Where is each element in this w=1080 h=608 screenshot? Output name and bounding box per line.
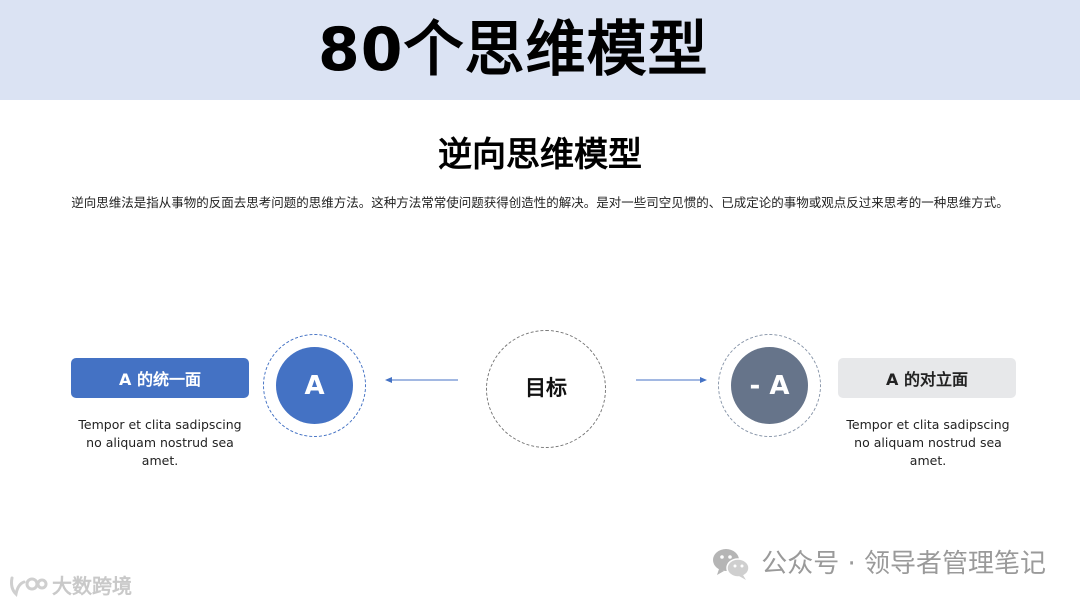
corner-logo-text: 大数跨境: [52, 574, 132, 598]
goal-label: 目标: [525, 376, 567, 400]
opposite-side-ring: [718, 334, 821, 437]
watermark-text: 公众号 · 领导者管理笔记: [761, 549, 1046, 579]
unified-side-circle: A: [276, 347, 353, 424]
banner-title: 80个思维模型: [318, 15, 709, 85]
opposite-side-circle: - A: [731, 347, 808, 424]
unified-side-ring: [263, 334, 366, 437]
logo-icon: [10, 576, 48, 598]
goal-ring: [486, 330, 606, 448]
wechat-icon: [713, 549, 750, 580]
description-text: 逆向思维法是指从事物的反面去思考问题的思维方法。这种方法常常使问题获得创造性的解…: [71, 195, 1009, 210]
opposite-side-caption: Tempor et clita sadipscing no aliquam no…: [846, 417, 1010, 468]
opposite-side-label: A 的对立面: [838, 358, 1016, 398]
unified-side-caption: Tempor et clita sadipscing no aliquam no…: [78, 417, 242, 468]
account-watermark: 公众号 · 领导者管理笔记: [711, 546, 1046, 582]
top-banner: 80个思维模型: [0, 0, 1080, 100]
corner-logo: 大数跨境: [8, 572, 132, 600]
unified-side-label: A 的统一面: [71, 358, 249, 398]
slide-heading: 逆向思维模型: [438, 135, 642, 175]
